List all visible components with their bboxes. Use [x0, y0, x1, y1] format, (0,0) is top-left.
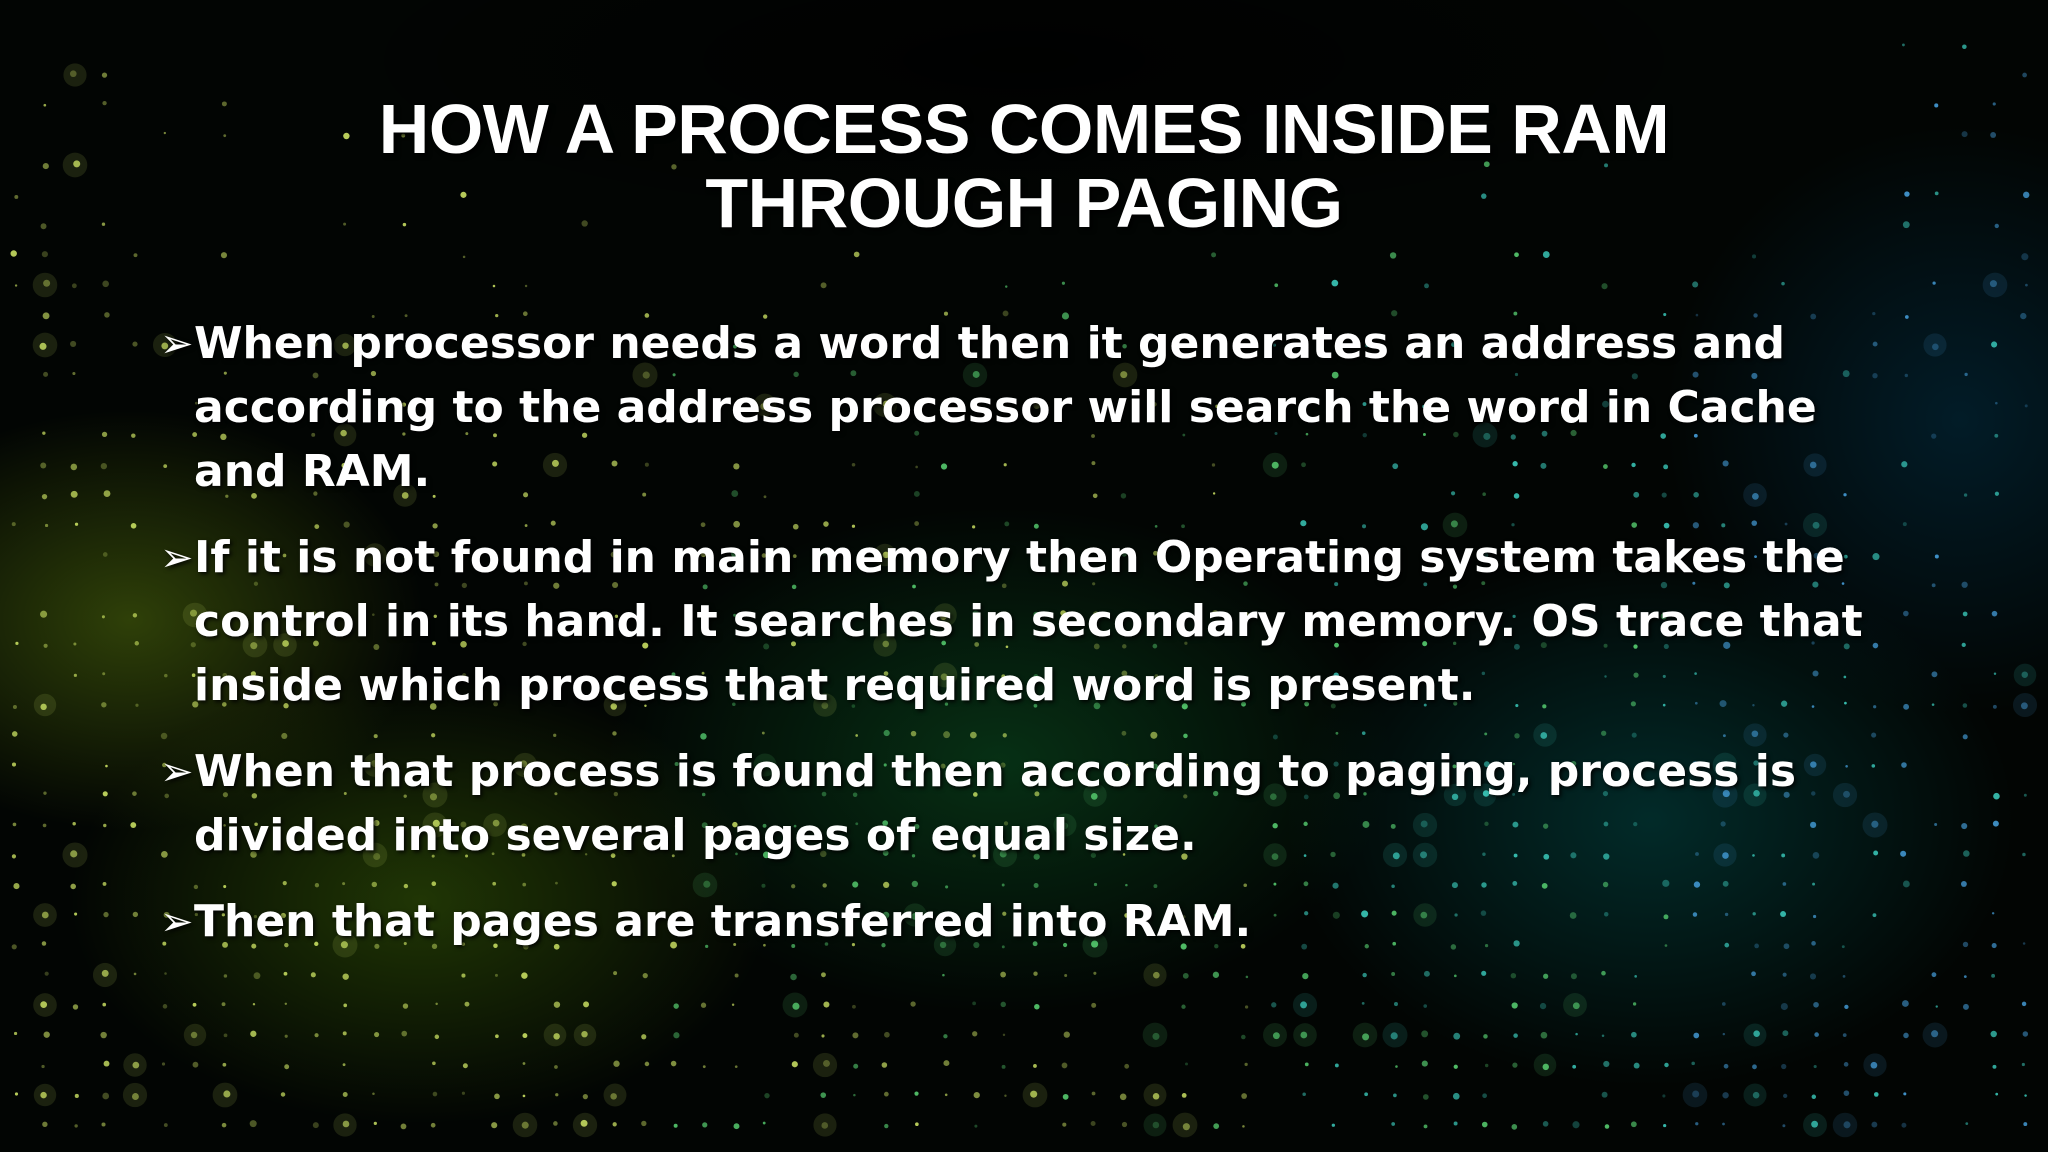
- slide-title-line-1: HOW A PROCESS COMES INSIDE RAM: [378, 90, 1670, 168]
- bullet-text: When processor needs a word then it gene…: [194, 318, 1817, 497]
- slide-title: HOW A PROCESS COMES INSIDE RAM THROUGH P…: [0, 92, 2048, 240]
- bullet-text: If it is not found in main memory then O…: [194, 532, 1863, 711]
- bullet-text: Then that pages are transferred into RAM…: [194, 896, 1252, 947]
- bullet-item: ➢ Then that pages are transferred into R…: [158, 890, 1918, 954]
- arrowhead-bullet-icon: ➢: [160, 535, 194, 581]
- arrowhead-bullet-icon: ➢: [160, 321, 194, 367]
- arrowhead-bullet-icon: ➢: [160, 749, 194, 795]
- bullet-text: When that process is found then accordin…: [194, 746, 1797, 861]
- bullet-item: ➢ If it is not found in main memory then…: [158, 526, 1918, 718]
- arrowhead-bullet-icon: ➢: [160, 899, 194, 945]
- slide-title-line-2: THROUGH PAGING: [705, 164, 1343, 242]
- bullet-list: ➢ When processor needs a word then it ge…: [158, 312, 1918, 976]
- bullet-item: ➢ When that process is found then accord…: [158, 740, 1918, 868]
- bullet-item: ➢ When processor needs a word then it ge…: [158, 312, 1918, 504]
